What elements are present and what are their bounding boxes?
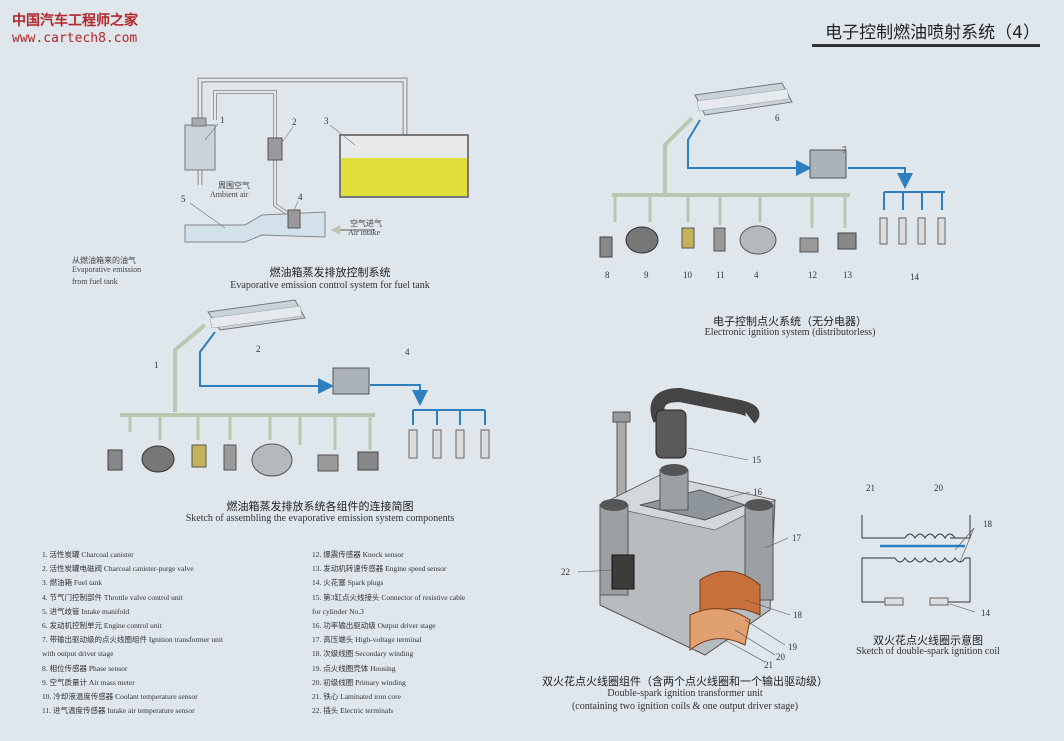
legend-item: 21. 铁心 Laminated iron core [312, 691, 401, 701]
ignition-label-10: 10 [683, 270, 692, 280]
legend-item: 7. 带输出驱动级的点火线圈组件 Ignition transformer un… [42, 635, 224, 645]
legend-item: 4. 节气门控制部件 Throttle valve control unit [42, 592, 183, 602]
ignition-label-7: 7 [842, 145, 847, 155]
coil-label-18: 18 [793, 610, 802, 620]
coil-label-22: 22 [561, 567, 570, 577]
ignition-caption-cn: 电子控制点火系统（无分电器） [713, 315, 867, 328]
legend-item: 14. 火花塞 Spark plugs [312, 578, 384, 588]
ignition-diagram [599, 82, 946, 258]
coil-unit-illustration [577, 387, 791, 663]
fuel-vapor-en-1: Evaporative emission [72, 265, 142, 274]
legend-item: with output driver stage [42, 649, 114, 659]
legend-item: 22. 插头 Electric terminals [312, 706, 394, 716]
ignition-label-11: 11 [716, 270, 725, 280]
evap-label-1: 1 [220, 115, 225, 125]
coil-label-17: 17 [792, 533, 801, 543]
legend-item: 3. 燃油箱 Fuel tank [42, 578, 102, 588]
legend-item: 5. 进气歧管 Intake manifold [42, 606, 130, 616]
coil-label-19: 19 [788, 642, 797, 652]
legend-item: 8. 相位传感器 Phase sensor [42, 663, 128, 673]
legend-item: 19. 点火线圈壳体 Housing [312, 663, 396, 673]
legend-item: 2. 活性炭罐电磁阀 Charcoal canister-purge valve [42, 564, 194, 574]
coil-label-21: 21 [764, 660, 773, 670]
legend-item: 18. 次级线圈 Secondary winding [312, 649, 414, 659]
assembly-label-1: 1 [154, 360, 159, 370]
sketch-label-14: 14 [981, 608, 990, 618]
coil-label-20: 20 [776, 652, 785, 662]
legend-item: 11. 进气温度传感器 Intake air temperature senso… [42, 706, 195, 716]
fuel-vapor-cn: 从燃油箱来的油气 [72, 256, 136, 265]
evap-label-5: 5 [181, 194, 186, 204]
legend-item: 9. 空气质量计 Air mass meter [42, 677, 135, 687]
coil-label-15: 15 [752, 455, 761, 465]
legend-item: 6. 发动机控制单元 Engine control unit [42, 620, 162, 630]
watermark-title: 中国汽车工程师之家 [12, 13, 138, 29]
evap-label-4: 4 [298, 192, 303, 202]
ignition-label-14: 14 [910, 272, 919, 282]
evap-label-3: 3 [324, 116, 329, 126]
ignition-label-12: 12 [808, 270, 817, 280]
legend-item: 1. 活性炭罐 Charcoal canister [42, 550, 134, 559]
coil-schematic [861, 515, 976, 613]
coil-unit-caption-en-2: (containing two ignition coils & one out… [571, 701, 799, 712]
assembly-caption-en: Sketch of assembling the evaporative emi… [185, 513, 455, 524]
air-intake-en: Air intake [348, 228, 381, 237]
sketch-label-20: 20 [934, 483, 943, 493]
fuel-vapor-en-2: from fuel tank [72, 277, 118, 286]
legend-item: 16. 功率输出驱动级 Output driver stage [312, 620, 436, 630]
air-intake-cn: 空气进气 [350, 219, 382, 228]
coil-sketch-caption-en: Sketch of double-spark ignition coil [856, 646, 1000, 657]
legend-item: 10. 冷却液温度传感器 Coolant temperature sensor [42, 691, 198, 701]
ignition-label-4: 4 [754, 270, 759, 280]
evap-label-2: 2 [292, 117, 297, 127]
coil-unit-caption-cn: 双火花点火线圈组件（含两个点火线圈和一个输出驱动级） [542, 675, 828, 688]
ambient-air-en: Ambient air [210, 190, 249, 199]
coil-label-16: 16 [753, 487, 762, 497]
assembly-label-4: 4 [405, 347, 410, 357]
legend-item: for cylinder No.3 [312, 606, 364, 616]
assembly-label-2: 2 [256, 344, 261, 354]
sketch-label-18: 18 [983, 519, 992, 529]
ignition-label-9: 9 [644, 270, 649, 280]
coil-sketch-caption-cn: 双火花点火线圈示意图 [873, 634, 983, 647]
ignition-caption-en: Electronic ignition system (distributorl… [704, 327, 876, 338]
page-title: 电子控制燃油喷射系统（4） [825, 23, 1040, 43]
coil-unit-caption-en-1: Double-spark ignition transformer unit [607, 688, 763, 699]
ambient-air-cn: 周围空气 [218, 181, 250, 190]
legend-item: 20. 初级线圈 Primary winding [312, 677, 406, 687]
sketch-label-21: 21 [866, 483, 875, 493]
watermark-url: www.cartech8.com [12, 31, 138, 46]
title-underline [812, 44, 1040, 47]
ignition-label-6: 6 [775, 113, 780, 123]
legend-item: 12. 爆震传感器 Knock sensor [312, 550, 404, 559]
evap-caption-en: Evaporative emission control system for … [230, 280, 430, 291]
ignition-label-13: 13 [843, 270, 852, 280]
evap-system-diagram [184, 77, 469, 243]
legend-item: 13. 发动机转速传感器 Engine speed sensor [312, 564, 447, 574]
legend-item: 15. 第3缸点火线接头 Connector of resistive cabl… [312, 592, 466, 602]
assembly-caption-cn: 燃油箱蒸发排放系统各组件的连接简图 [226, 500, 414, 513]
legend-item: 17. 高压端头 High-voltage terminal [312, 635, 422, 645]
assembly-diagram [107, 299, 490, 477]
evap-caption-cn: 燃油箱蒸发排放控制系统 [269, 266, 391, 279]
legend-right: 12. 爆震传感器 Knock sensor 13. 发动机转速传感器 Engi… [312, 548, 465, 718]
ignition-label-8: 8 [605, 270, 610, 280]
legend-left: 1. 活性炭罐 Charcoal canister 2. 活性炭罐电磁阀 Cha… [42, 548, 223, 718]
